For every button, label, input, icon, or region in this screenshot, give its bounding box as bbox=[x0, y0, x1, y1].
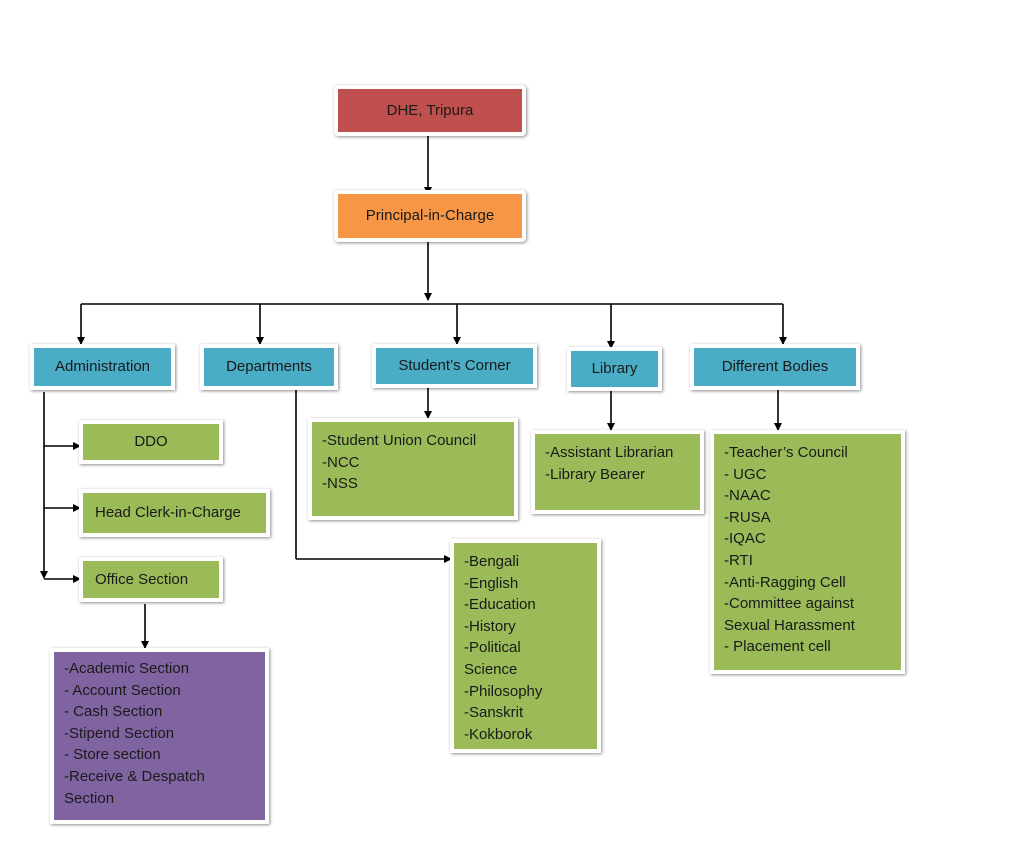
node-label: Head Clerk-in-Charge bbox=[95, 504, 241, 522]
list-item: -Academic Section bbox=[64, 660, 190, 677]
node-label: Principal-in-Charge bbox=[365, 207, 495, 225]
list-item: -Kokborok bbox=[464, 725, 533, 743]
list-item: -RUSA bbox=[724, 508, 771, 526]
list-item: -IQAC bbox=[724, 530, 766, 548]
list-item: -Bengali bbox=[464, 553, 520, 570]
node-label: Administration bbox=[54, 358, 151, 376]
list-item: - Store section bbox=[64, 746, 161, 764]
list-item: -NSS bbox=[322, 475, 358, 493]
node-different-bodies: Different Bodies bbox=[690, 344, 860, 390]
list-item: - UGC bbox=[724, 465, 767, 483]
list-item: -NAAC bbox=[724, 487, 771, 505]
list-item: -NCC bbox=[322, 453, 360, 471]
node-label: DDO bbox=[134, 433, 168, 451]
node-dhe-tripura: DHE, Tripura bbox=[334, 85, 526, 136]
list-item: Section bbox=[64, 789, 115, 807]
list-item: - Cash Section bbox=[64, 703, 163, 721]
list-item: -Teacher’s Council bbox=[724, 444, 848, 461]
list-item: -Political bbox=[464, 639, 521, 657]
node-label: Office Section bbox=[95, 570, 189, 588]
node-administration: Administration bbox=[30, 344, 175, 390]
list-item: - Account Section bbox=[64, 681, 181, 699]
list-item: -Student Union Council bbox=[322, 432, 477, 449]
list-item: -Assistant Librarian bbox=[545, 444, 674, 461]
node-principal-in-charge: Principal-in-Charge bbox=[334, 190, 526, 242]
list-item: -English bbox=[464, 574, 519, 592]
node-label: Departments bbox=[226, 358, 312, 376]
node-office-section: Office Section bbox=[79, 557, 223, 602]
list-item: - Placement cell bbox=[724, 638, 831, 656]
library-list: -Assistant Librarian -Library Bearer bbox=[531, 430, 704, 514]
list-item: -Sanskrit bbox=[464, 704, 524, 722]
node-label: DHE, Tripura bbox=[386, 101, 474, 119]
office-sections-list: -Academic Section - Account Section - Ca… bbox=[50, 648, 269, 824]
list-item: -Committee against bbox=[724, 595, 855, 613]
node-ddo: DDO bbox=[79, 420, 223, 464]
node-library: Library bbox=[567, 347, 662, 391]
list-item: -Library Bearer bbox=[545, 465, 646, 483]
different-bodies-list: -Teacher’s Council - UGC -NAAC -RUSA -IQ… bbox=[710, 430, 905, 674]
students-corner-list: -Student Union Council -NCC -NSS bbox=[308, 418, 518, 520]
node-departments: Departments bbox=[200, 344, 338, 390]
list-item: -Receive & Despatch bbox=[64, 767, 205, 785]
node-students-corner: Student’s Corner bbox=[372, 344, 537, 388]
list-item: -Stipend Section bbox=[64, 724, 175, 742]
departments-list: -Bengali -English -Education -History -P… bbox=[450, 539, 601, 753]
list-item: Science bbox=[464, 660, 518, 678]
node-head-clerk-in-charge: Head Clerk-in-Charge bbox=[79, 489, 270, 537]
node-label: Student’s Corner bbox=[398, 357, 511, 375]
node-label: Different Bodies bbox=[721, 358, 829, 376]
list-item: -RTI bbox=[724, 551, 753, 569]
list-item: -Education bbox=[464, 596, 536, 614]
list-item: -Philosophy bbox=[464, 682, 543, 700]
node-label: Library bbox=[591, 360, 638, 378]
list-item: Sexual Harassment bbox=[724, 616, 855, 634]
list-item: -History bbox=[464, 617, 516, 635]
list-item: -Anti-Ragging Cell bbox=[724, 573, 846, 591]
